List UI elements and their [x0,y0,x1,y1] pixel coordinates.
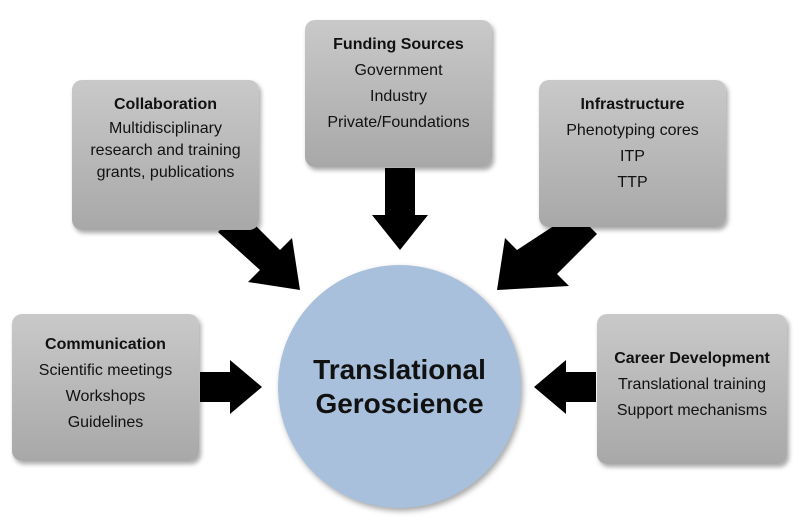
infrastructure-box: Infrastructure Phenotyping cores ITP TTP [539,80,726,227]
arrow-funding [372,168,428,250]
translational-geroscience-circle: Translational Geroscience [278,265,521,508]
funding-sources-title: Funding Sources [333,36,464,53]
communication-title: Communication [45,336,166,353]
infrastructure-item: TTP [617,174,648,191]
infrastructure-item: Phenotyping cores [566,122,699,139]
collaboration-item: research and training [90,142,241,159]
collaboration-title: Collaboration [113,96,218,113]
arrow-infrastructure [497,212,597,290]
center-title-line1: Translational [313,353,486,385]
communication-item: Guidelines [67,414,144,431]
communication-item: Workshops [65,388,146,405]
arrow-career [534,360,596,414]
infrastructure-title: Infrastructure [580,96,685,113]
career-development-box: Career Development Translational trainin… [597,314,787,464]
funding-item: Government [354,62,443,79]
funding-item: Private/Foundations [327,114,470,131]
arrow-collaboration [218,210,300,290]
career-development-title: Career Development [614,350,770,367]
collaboration-item: Multidisciplinary [109,120,222,137]
collaboration-item: grants, publications [96,164,235,181]
communication-item: Scientific meetings [38,362,173,379]
career-item: Support mechanisms [616,402,768,419]
funding-sources-box: Funding Sources Government Industry Priv… [305,20,492,167]
career-item: Translational training [618,376,766,393]
infrastructure-item: ITP [620,148,645,165]
collaboration-box: Collaboration Multidisciplinary research… [72,80,259,230]
arrow-communication [200,360,262,414]
communication-box: Communication Scientific meetings Worksh… [12,314,199,461]
funding-item: Industry [370,88,427,105]
center-title-line2: Geroscience [315,387,484,419]
